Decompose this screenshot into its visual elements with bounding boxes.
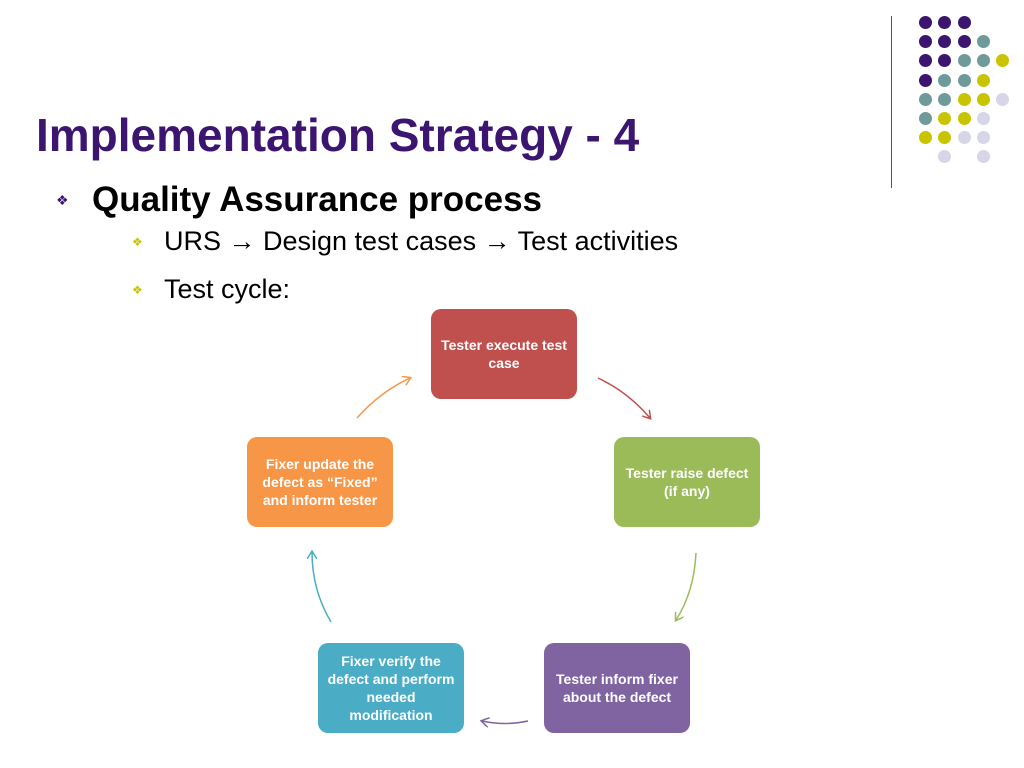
cycle-step-tester-execute: Tester execute test case	[431, 309, 577, 399]
decorative-dot	[957, 131, 971, 145]
decorative-dot	[938, 150, 952, 164]
decorative-dot	[976, 35, 990, 49]
decorative-dot	[957, 16, 971, 29]
decorative-dot	[957, 92, 971, 106]
decorative-dot	[938, 92, 952, 106]
decorative-dot	[976, 131, 990, 145]
cycle-step-tester-inform-fixer: Tester inform fixer about the defect	[544, 643, 690, 733]
bullet-text-quality-assurance: Quality Assurance process	[92, 180, 543, 219]
decorative-dot	[957, 112, 971, 125]
decorative-dot	[976, 150, 990, 164]
decorative-dot	[938, 112, 952, 125]
decorative-dot	[919, 73, 933, 87]
slide-title: Implementation Strategy - 4	[36, 109, 640, 161]
bullet-text-urs: URS → Design test cases → Test activitie…	[164, 226, 679, 256]
decorative-divider	[891, 16, 892, 188]
cycle-step-label: Tester execute test case	[441, 337, 567, 371]
decorative-dot	[957, 35, 971, 49]
cycle-step-fixer-verify: Fixer verify the defect and perform need…	[318, 643, 464, 733]
decorative-dot	[976, 92, 990, 106]
decorative-dot	[996, 54, 1009, 68]
arrow-step1-to-step2	[597, 377, 650, 418]
decorative-dot	[919, 16, 933, 29]
bullet-level1: ❖ Quality Assurance process	[56, 180, 542, 220]
arrow-step4-to-step5	[312, 552, 332, 623]
cycle-step-tester-raise-defect: Tester raise defect (if any)	[614, 437, 760, 527]
decorative-dot	[919, 131, 933, 145]
decorative-dot	[957, 73, 971, 87]
decorative-dot	[976, 112, 990, 125]
bullet-text-test-cycle: Test cycle:	[164, 274, 291, 304]
decorative-dot	[996, 92, 1009, 106]
bullet-level2-test-cycle: ❖ Test cycle:	[132, 274, 290, 305]
decorative-dot	[938, 73, 952, 87]
diamond-bullet-icon: ❖	[132, 282, 143, 297]
decorative-dot	[938, 54, 952, 68]
diamond-bullet-icon: ❖	[132, 234, 143, 249]
decorative-dot	[976, 73, 990, 87]
decorative-dot	[976, 54, 990, 68]
cycle-step-label: Fixer verify the defect and perform need…	[327, 653, 455, 723]
decorative-dot	[938, 35, 952, 49]
cycle-step-label: Fixer update the defect as “Fixed” and i…	[262, 456, 378, 508]
cycle-step-fixer-update: Fixer update the defect as “Fixed” and i…	[247, 437, 393, 527]
cycle-step-label: Tester inform fixer about the defect	[556, 671, 678, 705]
decorative-dot	[938, 131, 952, 145]
diamond-bullet-icon: ❖	[56, 191, 69, 208]
cycle-step-label: Tester raise defect (if any)	[625, 465, 749, 499]
arrow-step3-to-step4	[482, 721, 529, 724]
decorative-dot	[919, 35, 933, 49]
decorative-dot	[919, 112, 933, 125]
arrow-step2-to-step3	[676, 552, 697, 620]
bullet-level2-urs: ❖ URS → Design test cases → Test activit…	[132, 226, 678, 257]
decorative-dot	[919, 54, 933, 68]
arrow-step5-to-step1	[356, 378, 410, 419]
decorative-dot	[957, 54, 971, 68]
decorative-dot	[919, 92, 933, 106]
decorative-dot	[938, 16, 952, 29]
